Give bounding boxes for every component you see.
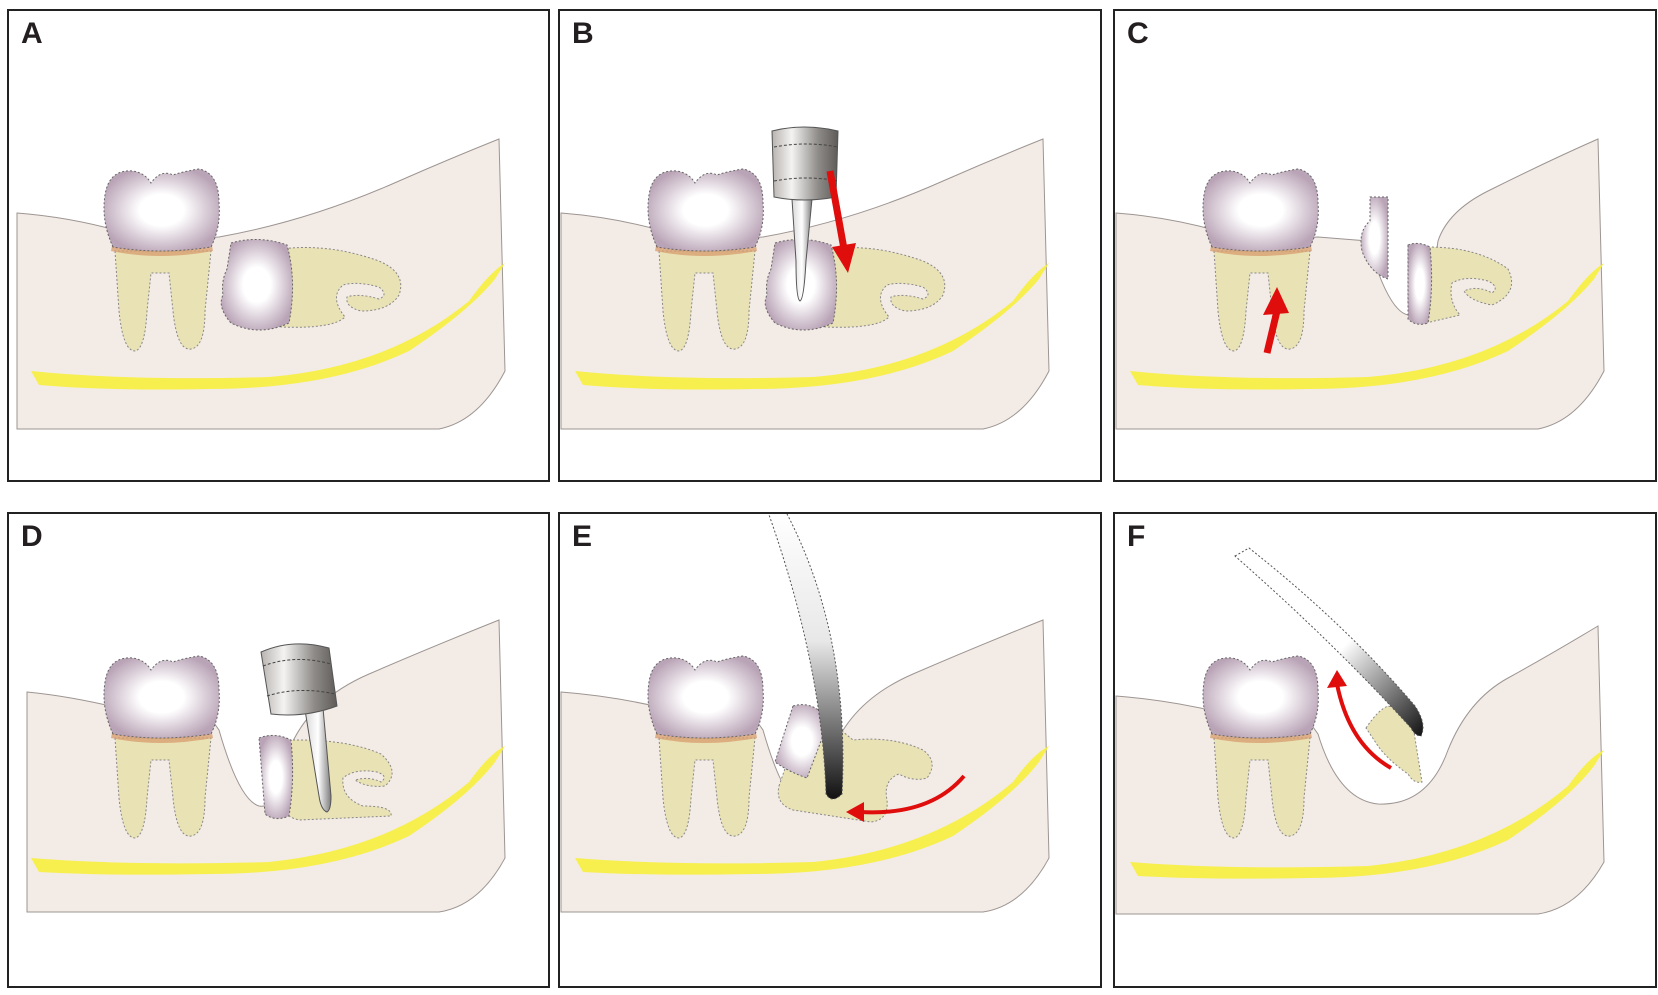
panel-b-illustration [560, 126, 1050, 430]
elevated-root-fragment [1365, 705, 1423, 783]
rotating-third-molar-root [774, 704, 933, 823]
impacted-third-molar [220, 239, 402, 331]
panel-c-illustration [1115, 138, 1605, 430]
panel-b: B [558, 9, 1102, 482]
downward-arrow [826, 170, 856, 273]
panel-f-illustration [1115, 547, 1605, 915]
elevator-instrument [768, 514, 844, 800]
nerve-canal [575, 746, 1049, 875]
remaining-third-molar [258, 734, 393, 821]
surgical-drill [260, 643, 338, 813]
panel-c: C [1113, 9, 1657, 482]
panel-d-illustration [26, 619, 506, 913]
surgical-drill [771, 126, 839, 302]
curved-arrow [1327, 670, 1392, 770]
panel-a: A [7, 9, 550, 482]
panel-label-c: C [1127, 17, 1149, 50]
nerve-canal [31, 746, 505, 875]
curved-arrow [846, 774, 966, 822]
panel-label-e: E [572, 520, 593, 553]
panel-label-b: B [572, 17, 594, 50]
panel-e: E [558, 512, 1102, 988]
panel-e-illustration [560, 514, 1050, 913]
panel-f: F [1113, 512, 1657, 988]
panel-label-f: F [1127, 520, 1146, 553]
nerve-canal [1130, 750, 1604, 879]
panel-label-a: A [21, 17, 43, 50]
panel-label-d: D [21, 520, 43, 553]
elevator-instrument [1234, 547, 1424, 737]
panel-a-illustration [16, 138, 506, 430]
panel-d: D [7, 512, 550, 988]
sectioned-third-molar [1360, 196, 1512, 325]
nerve-canal [1130, 263, 1604, 390]
upward-arrow [1263, 287, 1289, 354]
